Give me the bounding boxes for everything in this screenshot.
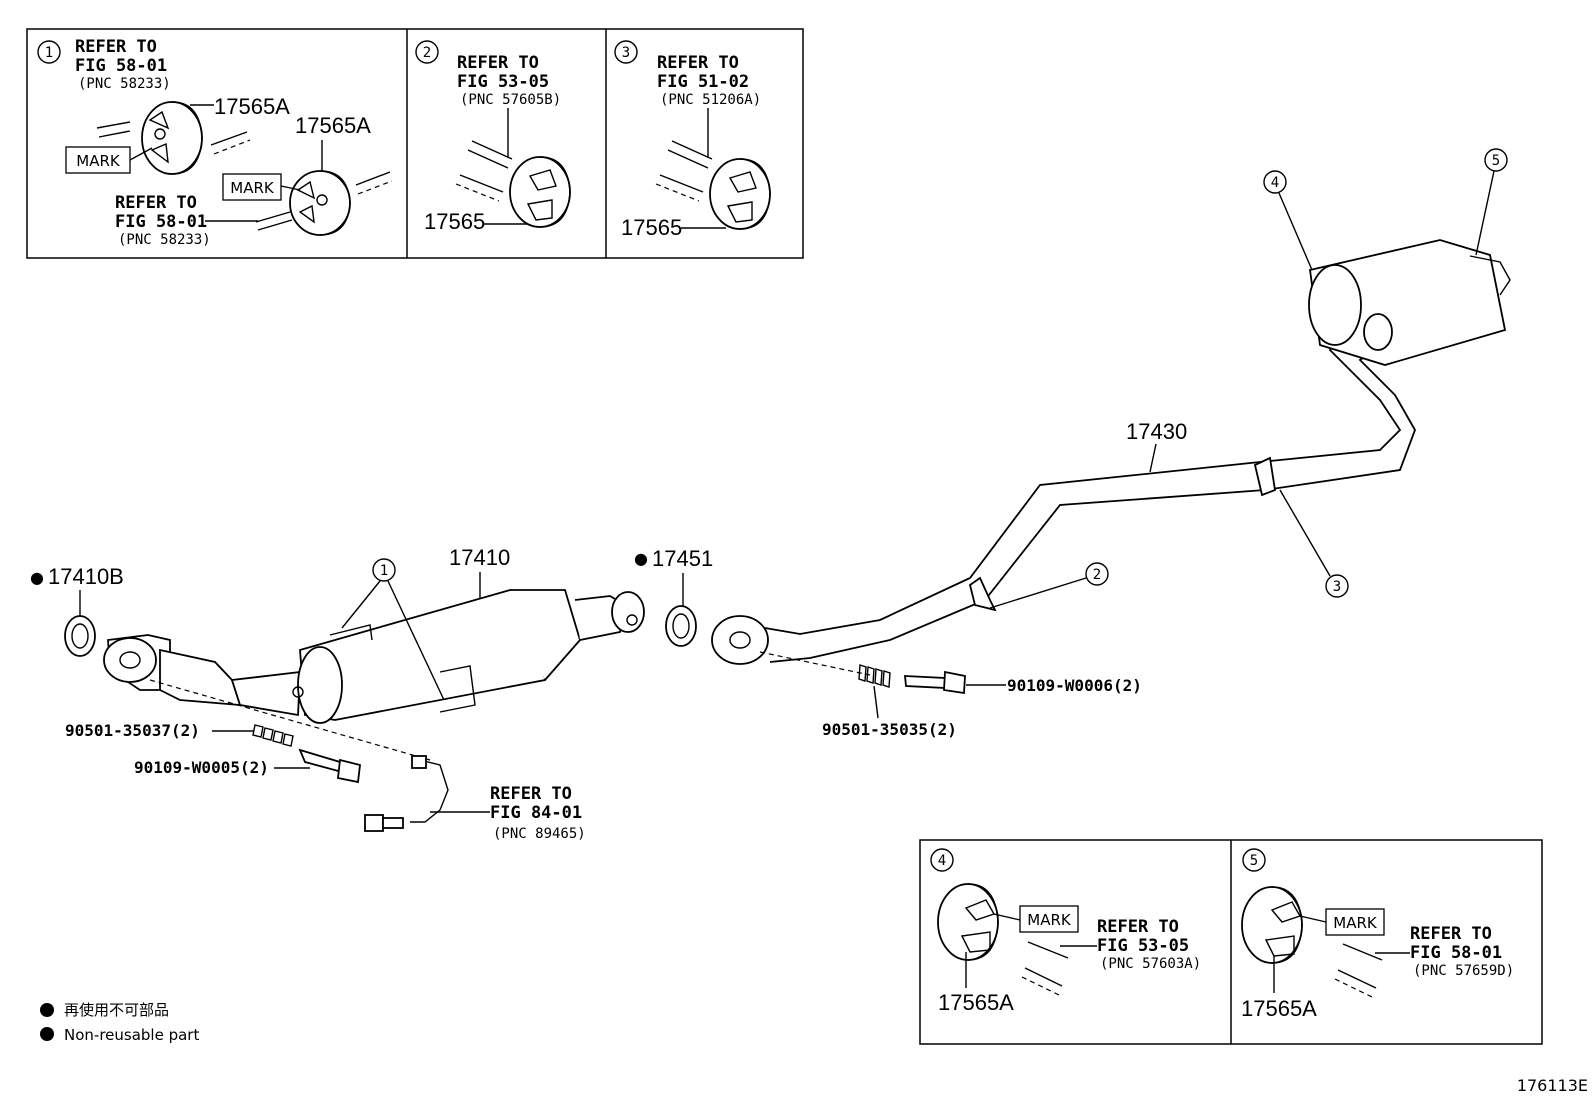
rubber-hanger-icon [709, 158, 771, 230]
inset-1-refer-line3: (PNC 58233) [78, 76, 171, 92]
inset-2-part: 17565 [424, 209, 485, 234]
rubber-hanger-icon [1241, 886, 1303, 964]
inset-3-refer-line1: REFER TO [657, 53, 739, 73]
callout-5: 5 [1492, 153, 1500, 169]
inset-4-refer-line2: FIG 53-05 [1097, 936, 1189, 956]
inset-1-part-b: 17565A [295, 113, 371, 138]
inset-3-refer-line3: (PNC 51206A) [660, 92, 761, 108]
inset-1-number: 1 [45, 45, 53, 61]
inset-1-refer2-line2: FIG 58-01 [115, 212, 207, 232]
sensor-refer-line2: FIG 84-01 [490, 803, 582, 823]
fasteners-left: 90501-35037(2) 90109-W0005(2) [65, 679, 431, 784]
legend-japanese: 再使用不可部品 [64, 1001, 169, 1019]
inset-1-mark-a: MARK [76, 152, 121, 170]
gasket-17410B: ● 17410B [30, 564, 124, 657]
inset-2: 2 REFER TO FIG 53-05 (PNC 57605B) 17565 [415, 40, 571, 234]
callout-circle-5-main [1484, 148, 1508, 172]
bullet-icon [40, 1027, 54, 1041]
inset-4-number: 4 [938, 853, 946, 869]
inset-1: 1 REFER TO FIG 58-01 (PNC 58233) 17565A … [37, 37, 393, 248]
svg-text:●: ● [634, 549, 648, 568]
inset-5-refer-line3: (PNC 57659D) [1413, 963, 1514, 979]
inset-3-part: 17565 [621, 215, 682, 240]
inset-1-refer2-line1: REFER TO [115, 193, 197, 213]
oxygen-sensor: REFER TO FIG 84-01 (PNC 89465) [364, 755, 586, 842]
callout-4: 4 [1271, 175, 1279, 191]
callout-3: 3 [1333, 579, 1341, 595]
inset-2-number: 2 [423, 45, 431, 61]
inset-2-refer-line3: (PNC 57605B) [460, 92, 561, 108]
part-17451-label: 17451 [652, 546, 713, 571]
callout-2: 2 [1093, 567, 1101, 583]
rubber-hanger-icon [289, 170, 351, 236]
muffler: 4 5 [1263, 148, 1511, 366]
inset-3-number: 3 [622, 45, 630, 61]
callout-circle-4-main [1263, 170, 1287, 194]
inset-4: 4 MARK REFER TO FIG 53-05 (PNC 57603A) 1… [930, 848, 1201, 1015]
inset-4-refer-line1: REFER TO [1097, 917, 1179, 937]
inset-4-part: 17565A [938, 990, 1014, 1015]
inset-5-part: 17565A [1241, 996, 1317, 1021]
gasket-17451: ● 17451 [634, 546, 713, 647]
part-17410B-label: 17410B [48, 564, 124, 589]
bolt-left-label: 90109-W0005(2) [134, 758, 269, 777]
inset-2-refer-line2: FIG 53-05 [457, 72, 549, 92]
inset-1-refer-line1: REFER TO [75, 37, 157, 57]
fasteners-right: 90501-35035(2) 90109-W0006(2) [759, 651, 1142, 739]
inset-1-refer2-line3: (PNC 58233) [118, 232, 211, 248]
front-pipe-17410: 17410 1 [103, 545, 645, 724]
figure-id: 176113E [1517, 1076, 1588, 1095]
legend-english: Non-reusable part [64, 1026, 199, 1044]
inset-1-mark-b: MARK [230, 179, 275, 197]
callout-circle-1 [37, 40, 61, 64]
callout-circle-3-main [1325, 574, 1349, 598]
tail-pipe-17430: 17430 2 3 [711, 317, 1416, 665]
rubber-hanger-icon [141, 101, 203, 175]
gasket-left-label: 90501-35037(2) [65, 721, 200, 740]
inset-3: 3 REFER TO FIG 51-02 (PNC 51206A) 17565 [614, 40, 771, 240]
inset-1-refer-line2: FIG 58-01 [75, 56, 167, 76]
callout-circle-2-main [1085, 562, 1109, 586]
inset-4-refer-line3: (PNC 57603A) [1100, 956, 1201, 972]
sensor-refer-line1: REFER TO [490, 784, 572, 804]
callout-circle-4 [930, 848, 954, 872]
svg-text:●: ● [30, 568, 44, 587]
part-17430-label: 17430 [1126, 419, 1187, 444]
rubber-hanger-icon [509, 156, 571, 228]
gasket-right-label: 90501-35035(2) [822, 720, 957, 739]
bullet-icon [40, 1003, 54, 1017]
callout-circle-5 [1242, 848, 1266, 872]
callout-circle-3 [614, 40, 638, 64]
inset-5-number: 5 [1250, 853, 1258, 869]
inset-panels-bottom [919, 839, 1543, 1045]
inset-1-part-a: 17565A [214, 94, 290, 119]
inset-3-refer-line2: FIG 51-02 [657, 72, 749, 92]
bolt-right-label: 90109-W0006(2) [1007, 676, 1142, 695]
callout-circle-1-main [372, 558, 396, 582]
part-17410-label: 17410 [449, 545, 510, 570]
sensor-refer-line3: (PNC 89465) [493, 826, 586, 842]
callout-1: 1 [380, 563, 388, 579]
inset-5-refer-line1: REFER TO [1410, 924, 1492, 944]
inset-5: 5 MARK REFER TO FIG 58-01 (PNC 57659D) 1… [1241, 848, 1514, 1021]
rubber-hanger-icon [937, 883, 999, 961]
inset-5-mark: MARK [1333, 914, 1378, 932]
inset-5-refer-line2: FIG 58-01 [1410, 943, 1502, 963]
inset-4-mark: MARK [1027, 911, 1072, 929]
inset-2-refer-line1: REFER TO [457, 53, 539, 73]
legend: 再使用不可部品 Non-reusable part [40, 1001, 199, 1044]
inset-panels-top [26, 28, 804, 259]
callout-circle-2 [415, 40, 439, 64]
